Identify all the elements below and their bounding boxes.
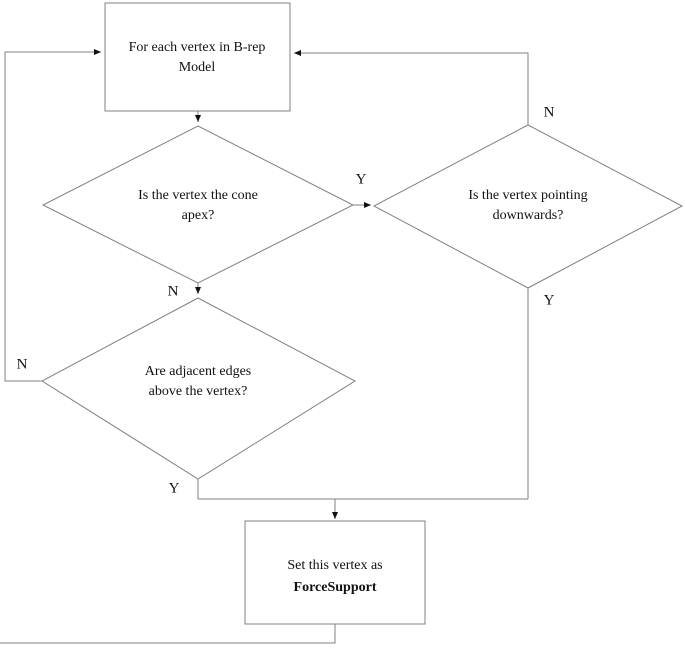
decision-cone-apex-diamond[interactable]	[41, 125, 355, 284]
edge-adjacent-edges-yes-to-merge	[197, 479, 528, 500]
decision-adjacent-edges-label-line2: above the vertex?	[149, 384, 248, 399]
edge-label-cone-apex-yes: Y	[356, 171, 367, 187]
edge-force-support-loop-out	[0, 624, 336, 644]
decision-adjacent-edges-diamond[interactable]	[41, 297, 357, 480]
edge-label-adjacent-edges-no: N	[17, 356, 28, 372]
node-loop-header[interactable]: For each vertex in B-rep Model	[104, 2, 291, 112]
decision-cone-apex-label-line2: apex?	[182, 208, 215, 223]
edge-label-pointing-down-no: N	[544, 104, 555, 120]
loop-header-label-line1: For each vertex in B-rep	[129, 40, 266, 55]
node-decision-adjacent-edges[interactable]: Are adjacent edges above the vertex?	[41, 297, 357, 480]
edge-label-adjacent-edges-yes: Y	[169, 480, 180, 496]
decision-adjacent-edges-label-line1: Are adjacent edges	[145, 364, 252, 379]
edge-label-pointing-down-yes: Y	[544, 292, 555, 308]
edge-pointing-down-no-to-header	[294, 50, 529, 125]
decision-pointing-down-label-line1: Is the vertex pointing	[468, 188, 587, 203]
edge-adjacent-edges-no-to-header	[4, 49, 101, 382]
edge-label-cone-apex-no: N	[168, 283, 179, 299]
node-decision-cone-apex[interactable]: Is the vertex the cone apex?	[41, 125, 355, 284]
decision-pointing-down-label-line2: downwards?	[493, 208, 564, 223]
node-decision-pointing-down[interactable]: Is the vertex pointing downwards?	[372, 124, 684, 289]
force-support-label-line2: ForceSupport	[294, 580, 377, 595]
node-action-force-support[interactable]: Set this vertex as ForceSupport	[244, 520, 426, 625]
decision-cone-apex-label-line1: Is the vertex the cone	[138, 188, 258, 203]
loop-header-box[interactable]	[104, 2, 291, 112]
decision-pointing-down-diamond[interactable]	[372, 124, 684, 289]
force-support-label-line1: Set this vertex as	[287, 558, 382, 573]
force-support-box[interactable]	[244, 520, 426, 625]
loop-header-label-line2: Model	[179, 60, 216, 75]
